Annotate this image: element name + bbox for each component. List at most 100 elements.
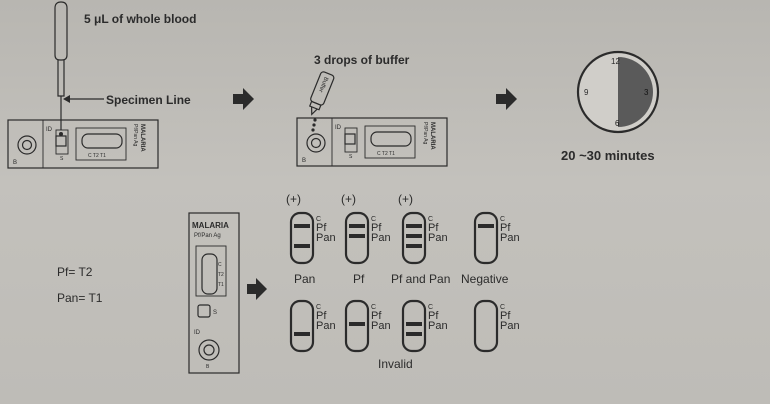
next-arrow-icon (233, 88, 254, 110)
invalid-1-band-pf (349, 322, 365, 326)
clock-elapsed-wedge (618, 57, 653, 127)
invalid-2-label-c: C (428, 304, 433, 311)
invalid-1-label-pf: Pf (371, 310, 382, 322)
cassette2-id-label: ID (335, 125, 342, 131)
cassette1-title: MALARIA (139, 124, 145, 152)
buffer-bottle-label: Buffer (317, 76, 329, 93)
invalid-1-strip (344, 299, 370, 353)
valid-3-band-c (478, 224, 494, 228)
valid-1-label-pf: Pf (371, 222, 382, 234)
big-cassette-c: C (218, 262, 222, 268)
big-cassette-title: MALARIA (192, 221, 229, 230)
svg-text:C T2 T1: C T2 T1 (88, 153, 106, 159)
valid-3-label-c: C (500, 216, 505, 223)
valid-3-label-pan: Pan (500, 232, 520, 244)
big-cassette-b: B (206, 364, 210, 370)
invalid-3-label-c: C (500, 304, 505, 311)
clock-9: 9 (584, 88, 589, 97)
cassette1-subtitle: Pf/Pan Ag (132, 124, 138, 146)
invalid-0-label-pf: Pf (316, 310, 327, 322)
valid-0-label-pf: Pf (316, 222, 327, 234)
big-cassette-t1: T1 (218, 282, 224, 288)
cassette1-id-label: ID (46, 127, 53, 133)
cassette2-b-label: B (302, 158, 306, 164)
valid-0-label-pan: Pan (316, 232, 336, 244)
buffer-bottle-icon: Buffer (308, 71, 335, 116)
valid-2-result-label: Pf and Pan (391, 272, 450, 286)
invalid-3-label-pan: Pan (500, 320, 520, 332)
valid-1-result-label: Pf (353, 272, 365, 286)
valid-0-label-c: C (316, 216, 321, 223)
valid-0-strip (289, 211, 315, 265)
timer-clock-icon: 12 3 6 9 (576, 50, 660, 134)
buffer-drops-label: 3 drops of buffer (314, 53, 410, 67)
valid-1-label-pan: Pan (371, 232, 391, 244)
valid-2-label-pan: Pan (428, 232, 448, 244)
step2-group: 3 drops of buffer Buffer B ID S C T2 T1 … (296, 53, 448, 167)
buffer-drop-3 (311, 128, 315, 132)
legend-pan: Pan= T1 (57, 291, 103, 305)
invalid-2-label-pan: Pan (428, 320, 448, 332)
clock-6: 6 (615, 119, 620, 128)
valid-0-result-label: Pan (294, 272, 315, 286)
cassette2-title: MALARIA (429, 122, 435, 150)
valid-2-label-pf: Pf (428, 222, 439, 234)
valid-2-positive-mark: (+) (398, 192, 413, 206)
invalid-1-label-pan: Pan (371, 320, 391, 332)
cassette-step1: B ID S C T2 T1 MALARIA Pf/Pan Ag (7, 119, 159, 169)
valid-2-band-pan (406, 244, 422, 248)
svg-text:C T2 T1: C T2 T1 (377, 151, 395, 157)
invalid-0-label-pan: Pan (316, 320, 336, 332)
cassette1-b-label: B (13, 160, 17, 166)
invalid-3-strip (473, 299, 499, 353)
cassette2-subtitle: Pf/Pan Ag (422, 122, 428, 144)
big-cassette-s: S (213, 310, 217, 316)
big-cassette-id: ID (194, 330, 201, 336)
valid-3-label-pf: Pf (500, 222, 511, 234)
valid-2-band-c (406, 224, 422, 228)
valid-1-band-c (349, 224, 365, 228)
big-cassette-t2: T2 (218, 272, 224, 278)
cassette-step2: B ID S C T2 T1 MALARIA Pf/Pan Ag (296, 117, 448, 167)
valid-2-strip (401, 211, 427, 265)
invalid-label: Invalid (378, 357, 413, 371)
valid-3-strip (473, 211, 499, 265)
valid-2-band-pf (406, 234, 422, 238)
invalid-2-band-pf (406, 322, 422, 326)
invalid-0-label-c: C (316, 304, 321, 311)
buffer-drop-1 (313, 118, 317, 122)
buffer-drop-2 (312, 123, 316, 127)
incubation-time-label: 20 ~30 minutes (561, 148, 655, 163)
specimen-arrow-head-icon (63, 95, 70, 103)
blood-volume-label: 5 μL of whole blood (84, 12, 196, 26)
step1-group: 5 μL of whole blood Specimen Line B ID S… (7, 1, 196, 169)
invalid-2-strip (401, 299, 427, 353)
invalid-1-label-c: C (371, 304, 376, 311)
cassette2-s-label: S (349, 154, 353, 160)
cassette-reading-window: MALARIA Pf/Pan Ag C T2 T1 S ID B (188, 212, 240, 374)
legend-pf: Pf= T2 (57, 265, 93, 279)
valid-1-band-pf (349, 234, 365, 238)
valid-0-positive-mark: (+) (286, 192, 301, 206)
valid-1-positive-mark: (+) (341, 192, 356, 206)
pipette-icon (54, 1, 68, 136)
clock-3: 3 (644, 88, 649, 97)
cassette1-s-label: S (60, 156, 64, 162)
valid-0-band-pan (294, 244, 310, 248)
invalid-0-strip (289, 299, 315, 353)
invalid-0-band-pan (294, 332, 310, 336)
invalid-2-band-pan (406, 332, 422, 336)
result-arrow-icon (247, 278, 267, 300)
clock-12: 12 (611, 57, 620, 66)
valid-1-label-c: C (371, 216, 376, 223)
valid-1-strip (344, 211, 370, 265)
invalid-2-label-pf: Pf (428, 310, 439, 322)
next-arrow-icon-2 (496, 88, 517, 110)
specimen-line-label: Specimen Line (106, 93, 191, 107)
big-cassette-subtitle: Pf/Pan Ag (194, 233, 221, 239)
valid-3-result-label: Negative (461, 272, 509, 286)
valid-0-band-c (294, 224, 310, 228)
